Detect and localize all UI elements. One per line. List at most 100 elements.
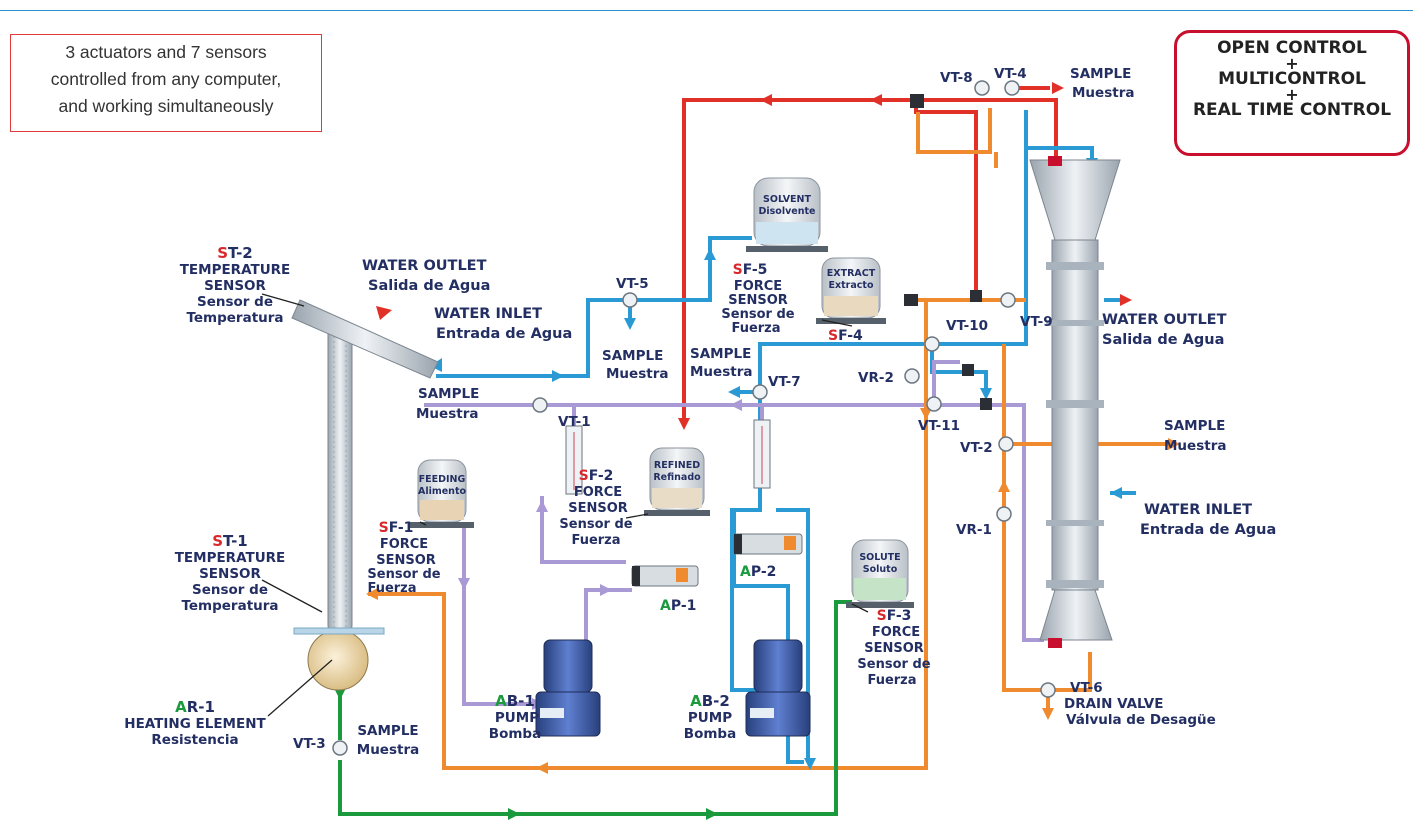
- svg-text:PUMP: PUMP: [495, 710, 539, 726]
- svg-text:Muestra: Muestra: [606, 366, 668, 382]
- arrow-orange-1: [536, 762, 548, 774]
- solute-lines: [338, 600, 852, 816]
- svg-text:Temperatura: Temperatura: [186, 310, 283, 326]
- sf3-code-rest: F-3: [887, 608, 912, 624]
- svg-text:FEEDING: FEEDING: [419, 474, 466, 485]
- label-vt9: VT-9: [1020, 314, 1053, 330]
- sensor-leaders: [261, 293, 869, 717]
- arrow-orange-2: [366, 588, 378, 600]
- label-sample-top: SAMPLE Muestra: [1070, 66, 1134, 101]
- valve-vr1-icon: [996, 506, 1012, 522]
- svg-text:TEMPERATURE: TEMPERATURE: [180, 262, 291, 278]
- svg-text:Sensor de: Sensor de: [559, 517, 632, 532]
- label-sample-right: SAMPLE Muestra: [1164, 418, 1226, 454]
- svg-text:SF-1: SF-1: [379, 520, 414, 536]
- svg-text:FORCE: FORCE: [380, 537, 428, 552]
- st1-code-rest: T-1: [223, 532, 248, 550]
- valve-vt2-icon: [998, 436, 1014, 452]
- svg-text:REFINED: REFINED: [654, 460, 700, 471]
- pump-ap2: [733, 533, 803, 555]
- label-sf2: SF-2 FORCE SENSOR Sensor de Fuerza: [559, 468, 632, 548]
- tank-solute: [846, 539, 914, 608]
- svg-text:FORCE: FORCE: [872, 625, 920, 640]
- svg-text:ST-1: ST-1: [212, 532, 248, 550]
- svg-text:Muestra: Muestra: [690, 364, 752, 380]
- sf4-code-rest: F-4: [838, 328, 863, 344]
- label-vt5: VT-5: [616, 276, 649, 292]
- arrow-blue-8: [430, 358, 442, 372]
- svg-text:Salida de Agua: Salida de Agua: [1102, 332, 1224, 348]
- tank-feeding: [410, 459, 474, 528]
- arrow-red-6: [376, 306, 392, 320]
- svg-text:VT-6: VT-6: [1070, 680, 1103, 696]
- arrow-blue-1: [552, 370, 564, 382]
- svg-text:Entrada de Agua: Entrada de Agua: [436, 326, 572, 342]
- arrow-lav-1: [532, 698, 544, 710]
- svg-text:SAMPLE: SAMPLE: [602, 348, 663, 364]
- arrow-red-3: [678, 418, 690, 430]
- svg-text:SENSOR: SENSOR: [376, 553, 436, 568]
- arrow-lav-3: [730, 399, 742, 411]
- ap2-code-rest: P-2: [751, 564, 777, 580]
- svg-text:Disolvente: Disolvente: [759, 206, 816, 217]
- arrow-orange-5: [1042, 708, 1054, 720]
- label-sf5: SF-5 FORCE SENSOR Sensor de Fuerza: [721, 262, 794, 336]
- valve-vt10-icon: [924, 336, 940, 352]
- ar1-code-rest: R-1: [187, 698, 215, 716]
- label-sf1: SF-1 FORCE SENSOR Sensor de Fuerza: [367, 520, 440, 596]
- note-line-2: controlled from any computer,: [50, 69, 282, 89]
- valve-vt5-icon: [622, 292, 638, 308]
- mode-multicontrol: MULTICONTROL: [1218, 69, 1366, 89]
- label-water-inlet-right: WATER INLET Entrada de Agua: [1140, 502, 1276, 538]
- svg-text:Válvula de Desagüe: Válvula de Desagüe: [1066, 712, 1216, 728]
- svg-text:Fuerza: Fuerza: [571, 533, 620, 548]
- st2-code-rest: T-2: [228, 244, 253, 262]
- label-ar1: AR-1 HEATING ELEMENT Resistencia: [124, 698, 266, 748]
- label-water-inlet-left: WATER INLET Entrada de Agua: [434, 306, 572, 342]
- svg-text:Fuerza: Fuerza: [731, 321, 780, 336]
- valve-vr2-icon: [904, 368, 920, 384]
- arrow-green-2: [508, 808, 520, 820]
- label-tank-feeding: FEEDING Alimento: [418, 474, 467, 497]
- label-st2: ST-2 TEMPERATURE SENSOR Sensor de Temper…: [180, 244, 291, 326]
- arrow-red-4: [1052, 82, 1064, 94]
- sf5-code-rest: F-5: [743, 262, 768, 278]
- manual-valves: [332, 80, 1056, 756]
- svg-text:SENSOR: SENSOR: [864, 641, 924, 656]
- svg-text:SF-3: SF-3: [877, 608, 912, 624]
- valve-vt11-icon: [926, 396, 942, 412]
- svg-text:Extracto: Extracto: [829, 280, 874, 291]
- header-rule: [0, 10, 1413, 11]
- svg-text:SOLUTE: SOLUTE: [859, 552, 900, 563]
- svg-text:Muestra: Muestra: [1072, 85, 1134, 101]
- cold-water-lines: [436, 110, 1136, 764]
- label-ap1: AP-1: [660, 598, 696, 614]
- label-vt4: VT-4: [994, 66, 1027, 82]
- solenoid-valves: [904, 94, 992, 410]
- label-ab2: AB-2 PUMP Bomba: [684, 692, 736, 742]
- tank-extract: [816, 257, 886, 324]
- svg-text:Resistencia: Resistencia: [151, 732, 238, 748]
- svg-text:Soluto: Soluto: [863, 564, 898, 575]
- label-sample-vt7: SAMPLE Muestra: [690, 346, 752, 380]
- label-vr2: VR-2: [858, 370, 894, 386]
- valve-vt9-icon: [1000, 292, 1016, 308]
- flow-arrows: [334, 82, 1180, 820]
- pump-ap1: [631, 565, 699, 587]
- arrow-green-3: [706, 808, 718, 820]
- label-vt8: VT-8: [940, 70, 973, 86]
- feed-lines: [424, 360, 1044, 706]
- arrow-red-1: [760, 94, 772, 106]
- flowmeter-1: [565, 425, 583, 495]
- tank-solvent: [746, 177, 828, 252]
- svg-text:Muestra: Muestra: [357, 742, 419, 758]
- label-vt2: VT-2: [960, 440, 993, 456]
- svg-text:FORCE: FORCE: [574, 485, 622, 500]
- mode-plus-1: +: [1285, 54, 1299, 73]
- arrow-lav-5: [536, 500, 548, 512]
- arrow-blue-7: [1110, 487, 1122, 499]
- sf2-code-rest: F-2: [589, 468, 614, 484]
- svg-text:DRAIN VALVE: DRAIN VALVE: [1064, 696, 1163, 712]
- arrow-red-2: [870, 94, 882, 106]
- mode-real-time-control: REAL TIME CONTROL: [1192, 100, 1392, 120]
